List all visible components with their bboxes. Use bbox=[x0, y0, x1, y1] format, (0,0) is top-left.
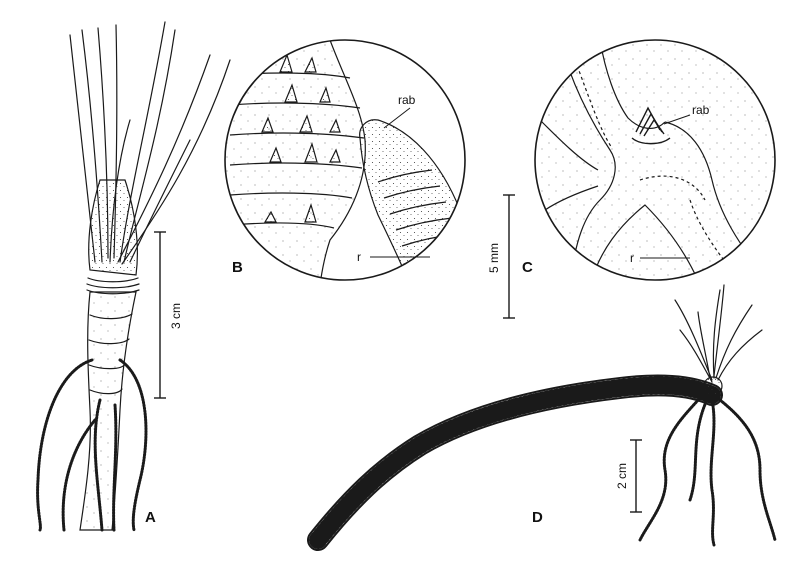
panel-c-r-callout: r bbox=[630, 251, 634, 265]
panel-c-branch-outline bbox=[559, 40, 616, 280]
panel-a-leaf-base bbox=[88, 179, 138, 276]
panel-a-plant: A bbox=[36, 21, 231, 532]
panel-b-detail: rab r B bbox=[224, 39, 466, 281]
panel-c-detail: rab r C bbox=[522, 39, 776, 281]
panel-a-collar bbox=[86, 277, 140, 295]
panel-d-leaf-tuft bbox=[674, 284, 763, 383]
panel-c-circle bbox=[534, 39, 776, 281]
panel-a-label: A bbox=[145, 509, 156, 526]
panel-b-rab-leader bbox=[383, 107, 411, 129]
panel-c-root-apex bbox=[631, 106, 671, 145]
scale-bar-a: 3 cm bbox=[154, 231, 183, 399]
panel-b-circle bbox=[224, 39, 466, 281]
scale-bar-bc: 5 mm bbox=[487, 194, 515, 319]
panel-d-roots bbox=[638, 396, 777, 547]
panel-c-label: C bbox=[522, 259, 533, 276]
panel-b-root-primordium bbox=[359, 119, 465, 280]
panel-c-rab-callout: rab bbox=[692, 103, 710, 117]
panel-d-label: D bbox=[532, 509, 543, 526]
panel-b-r-callout: r bbox=[357, 250, 361, 264]
scale-bar-bc-label: 5 mm bbox=[487, 243, 501, 273]
scale-bar-d: 2 cm bbox=[615, 439, 642, 513]
panel-b-scales bbox=[261, 53, 341, 223]
panel-b-label: B bbox=[232, 259, 243, 276]
panel-c-rab-leader bbox=[663, 114, 691, 125]
panel-a-roots bbox=[36, 358, 148, 532]
panel-b-rab-callout: rab bbox=[398, 93, 416, 107]
scale-bar-a-label: 3 cm bbox=[169, 303, 183, 329]
panel-d-rhizome-nodes bbox=[309, 376, 721, 549]
scale-bar-d-label: 2 cm bbox=[615, 463, 629, 489]
panel-a-rhizome-nodes bbox=[88, 313, 133, 395]
panel-a-rhizome bbox=[79, 291, 137, 531]
panel-d-rhizome: D bbox=[307, 284, 777, 551]
